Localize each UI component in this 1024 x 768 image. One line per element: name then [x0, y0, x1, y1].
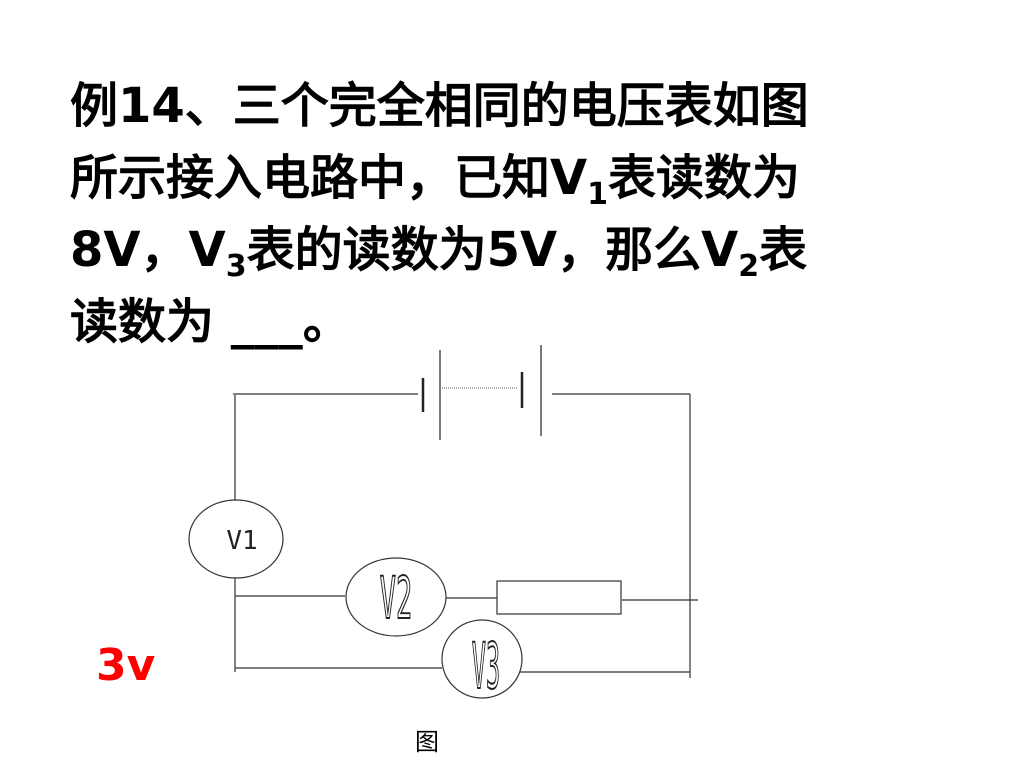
question-text: 例14、三个完全相同的电压表如图 所示接入电路中，已知V1表读数为 8V，V3表… [70, 70, 950, 358]
question-line-1-text: 例14、三个完全相同的电压表如图 [70, 78, 809, 134]
question-line-3-part-b: 表的读数为5V，那么V [246, 222, 739, 278]
circuit-wires [233, 393, 698, 678]
voltmeter-v1-label: V1 [226, 526, 257, 556]
battery-icon [421, 345, 542, 440]
v1-subscript: 1 [587, 177, 609, 212]
question-line-4: 读数为 ___。 [70, 286, 950, 358]
voltmeter-v2-label: V2 [380, 564, 413, 632]
question-line-2-part-a: 所示接入电路中，已知V [70, 150, 588, 206]
voltmeter-v2-circle [345, 557, 447, 637]
voltmeter-v3: V3 [441, 619, 523, 705]
answer-text: 3v [96, 640, 156, 691]
resistor-icon [496, 580, 622, 615]
figure-caption: 图 [415, 728, 439, 756]
question-line-4-text: 读数为 ___。 [70, 294, 351, 350]
question-line-3-part-a: 8V，V [70, 222, 226, 278]
question-line-2-part-b: 表读数为 [608, 150, 801, 206]
question-line-3-part-c: 表 [759, 222, 808, 278]
v2-subscript: 2 [738, 249, 760, 284]
v3-subscript: 3 [225, 249, 247, 284]
voltmeter-v1: V1 [188, 499, 284, 579]
question-line-1: 例14、三个完全相同的电压表如图 [70, 70, 950, 142]
voltmeter-v3-circle [441, 619, 523, 699]
question-line-2: 所示接入电路中，已知V1表读数为 [70, 142, 950, 214]
question-line-3: 8V，V3表的读数为5V，那么V2表 [70, 214, 950, 286]
voltmeter-v1-circle [188, 499, 284, 579]
voltmeter-v3-label: V3 [472, 631, 500, 704]
voltmeter-v2: V2 [345, 557, 447, 637]
